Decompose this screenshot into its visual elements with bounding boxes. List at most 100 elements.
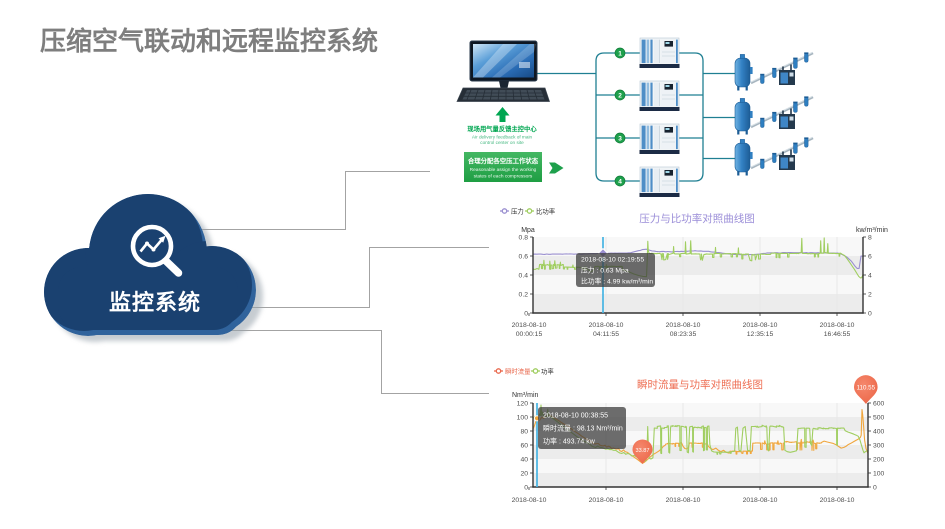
- min-pin-icon: [632, 439, 653, 464]
- chart2-legend-label-power[interactable]: 功率: [541, 366, 554, 375]
- x-tick-label: 12:35:15: [747, 331, 774, 338]
- y-tick-label-right: 300: [873, 442, 885, 449]
- x-tick-label: 2018-08-10: [820, 497, 855, 504]
- y-tick-label-right: 8: [868, 234, 872, 241]
- x-tick-label: 00:00:15: [516, 331, 543, 338]
- y-tick-label-left: 0.8: [519, 234, 529, 241]
- keyboard-key-grid: [464, 89, 544, 100]
- y-tick-label-right: 100: [873, 470, 885, 477]
- chart1-ylabel-left: Mpa: [521, 227, 535, 234]
- chart2-ylabel-left: Nm³/min: [512, 392, 539, 399]
- chart1-tooltip-specific-power: 比功率 : 4.99 kw/m³/min: [581, 277, 653, 286]
- air-treatment-2: [733, 94, 815, 136]
- compressor-1: [639, 37, 680, 69]
- y-tick-label-left: 120: [517, 400, 529, 407]
- pressure-chart: 00.20.40.60.8024682018-08-1000:00:152018…: [499, 206, 888, 338]
- split-band: [533, 473, 868, 487]
- x-tick-label: 2018-08-10: [820, 322, 855, 329]
- x-tick-label: 2018-08-10: [666, 322, 701, 329]
- connector-to-flow-chart: [220, 330, 489, 394]
- chart2-legend-item-flow[interactable]: 瞬时流量: [493, 366, 531, 375]
- x-tick-label: 2018-08-10: [512, 497, 547, 504]
- y-tick-label-left: 0: [524, 484, 528, 491]
- page-title: 压缩空气联动和远程监控系统: [40, 26, 378, 56]
- air-treatment-1: [733, 51, 815, 92]
- node-label-3: 3: [618, 135, 622, 142]
- chart1-title: 压力与比功率对照曲线图: [639, 212, 755, 225]
- x-tick-label: 2018-08-10: [589, 322, 624, 329]
- y-tick-label-left: 20: [520, 470, 528, 477]
- node-circle-4: [614, 175, 626, 187]
- pipe-outlet-bus: [679, 52, 704, 182]
- compressor-4: [639, 166, 680, 198]
- assign-box-cn: 合理分配各空压工作状态: [467, 156, 539, 165]
- x-tick-label: 2018-08-10: [512, 322, 547, 329]
- cloud-label: 监控系统: [109, 290, 201, 315]
- chart1-tick-labels: 00.20.40.60.8024682018-08-1000:00:152018…: [512, 234, 872, 338]
- computer-caption-en-1: Air delivery feedback of main: [472, 135, 533, 140]
- split-band: [533, 294, 863, 313]
- y-tick-label-right: 6: [868, 253, 872, 260]
- chart2-markpoint-min: 33.87: [632, 439, 653, 464]
- assign-box: [464, 152, 542, 182]
- x-tick-label: 16:46:55: [824, 331, 851, 338]
- diagram-pipe-lines: [537, 52, 735, 182]
- pipe-feeder-bus: [595, 52, 640, 182]
- assign-box-en-2: states of each compressors: [474, 174, 533, 180]
- y-tick-label-left: 80: [520, 428, 528, 435]
- connector-to-pressure-chart: [235, 247, 489, 308]
- y-tick-label-left: 100: [517, 414, 529, 421]
- connector-lines: [195, 171, 489, 394]
- computer-caption-cn: 现场用气量反馈主控中心: [467, 124, 537, 133]
- chart1-tooltip-box: [576, 253, 655, 287]
- computer-caption-en-2: control center on site: [480, 140, 524, 145]
- x-tick-label: 2018-08-10: [743, 497, 778, 504]
- chart1-legend-item-pressure[interactable]: 压力: [499, 206, 524, 215]
- chart1-tooltip-time: 2018-08-10 02:19:55: [581, 257, 644, 264]
- legend-line-icon-flow: [493, 368, 504, 374]
- keyboard-keys: [462, 90, 545, 100]
- chart2-tooltip-time: 2018-08-10 00:38:55: [543, 413, 608, 420]
- x-tick-label: 2018-08-10: [589, 497, 624, 504]
- chart2-legend-item-power[interactable]: 功率: [530, 366, 554, 375]
- chart1-legend: 压力 比功率: [499, 206, 556, 215]
- chart1-legend-item-specific-power[interactable]: 比功率: [524, 206, 556, 215]
- chart2-tooltip-flow: 瞬时流量 : 98.13 Nm³/min: [543, 424, 623, 433]
- y-tick-label-left: 0: [524, 310, 528, 317]
- chart2-legend-label-flow[interactable]: 瞬时流量: [505, 366, 531, 375]
- y-tick-label-left: 0.6: [519, 253, 529, 260]
- y-tick-label-left: 0.4: [519, 272, 529, 279]
- legend-line-icon-power: [530, 368, 541, 374]
- node-circle-2: [614, 89, 626, 101]
- chart2-markpoint-max: 110.55: [853, 375, 878, 404]
- node-label-4: 4: [618, 178, 622, 185]
- chart1-legend-label-pressure[interactable]: 压力: [511, 206, 524, 215]
- chart1-ylabel-right: kw/m³/min: [856, 227, 888, 234]
- x-tick-label: 2018-08-10: [743, 322, 778, 329]
- split-band: [533, 459, 868, 473]
- compressor-2: [639, 80, 680, 112]
- monitor-stand: [499, 81, 509, 88]
- x-tick-label: 04:11:55: [593, 331, 619, 338]
- max-pin-icon: [853, 375, 878, 404]
- y-tick-label-right: 600: [873, 400, 885, 407]
- y-tick-label-left: 60: [520, 442, 528, 449]
- chart1-legend-label-specific-power[interactable]: 比功率: [536, 206, 556, 215]
- y-tick-label-right: 200: [873, 456, 885, 463]
- right-arrow-icon: [549, 162, 564, 174]
- y-tick-label-right: 500: [873, 414, 885, 421]
- node-label-1: 1: [618, 50, 622, 57]
- chart1-series-1[interactable]: [532, 237, 864, 279]
- chart1-dynamic: 00.20.40.60.8024682018-08-1000:00:152018…: [512, 234, 872, 338]
- y-tick-label-right: 4: [868, 272, 872, 279]
- node-circle-1: [614, 47, 626, 59]
- x-tick-label: 08:23:35: [670, 331, 697, 338]
- node-circle-3: [614, 132, 626, 144]
- chart2-split-bands: [533, 403, 868, 487]
- screen-glare: [473, 44, 536, 78]
- scada-diagram: 1 2 3 4 现场用气量: [456, 37, 815, 198]
- cloud-callout: 监控系统: [44, 194, 263, 342]
- y-tick-label-right: 0: [873, 484, 877, 491]
